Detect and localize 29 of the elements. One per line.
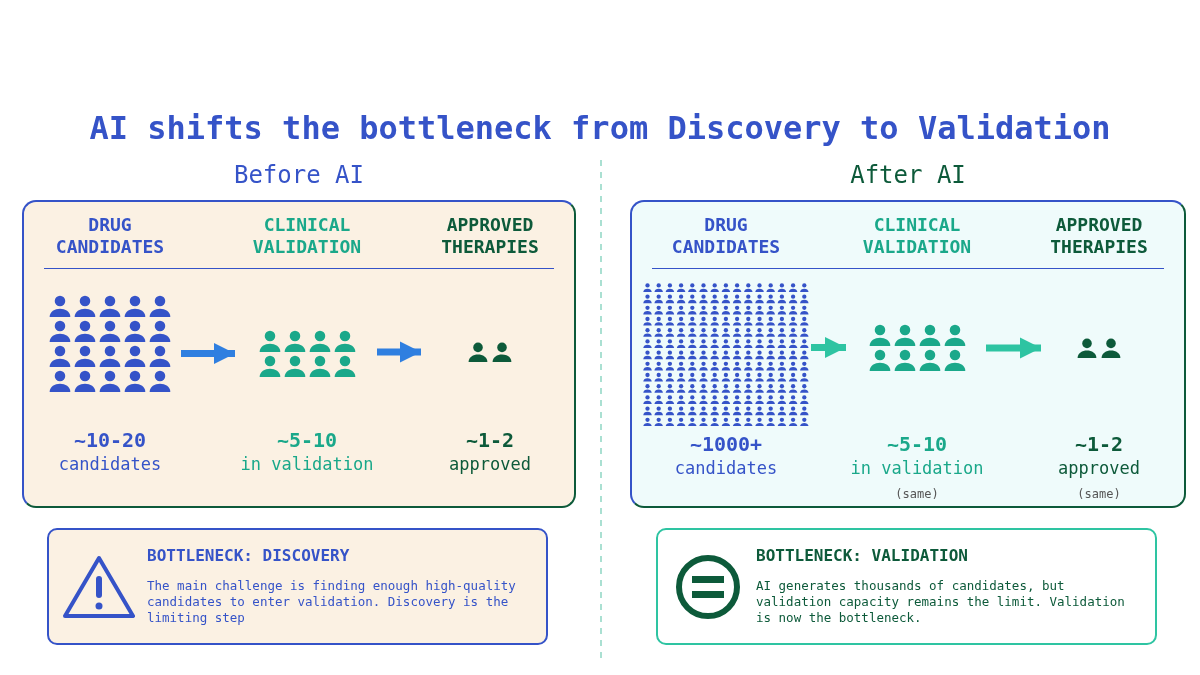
count-label: in validation bbox=[849, 457, 985, 480]
callout-heading: BOTTLENECK: DISCOVERY bbox=[147, 546, 351, 566]
note: (same) bbox=[894, 486, 940, 502]
column-heading: CLINICAL VALIDATION bbox=[861, 214, 973, 258]
count-value: ~5-10 bbox=[885, 432, 949, 456]
count-value: ~1000+ bbox=[688, 432, 764, 456]
count-label: in validation bbox=[239, 453, 375, 476]
count-value: ~10-20 bbox=[72, 428, 148, 452]
count-value: ~5-10 bbox=[275, 428, 339, 452]
column-heading: DRUG CANDIDATES bbox=[670, 214, 782, 258]
callout-text: AI generates thousands of candidates, but validation capacity remains the limit. Validation is now the bottleneck. bbox=[756, 578, 1126, 626]
callout-text: The main challenge is finding enough high-quality candidates to enter validation. Discovery is the limiting step bbox=[147, 578, 517, 626]
panel-heading: After AI bbox=[849, 160, 967, 190]
callout-heading: BOTTLENECK: VALIDATION bbox=[756, 546, 969, 566]
count-value: ~1-2 bbox=[1073, 432, 1125, 456]
count-label: candidates bbox=[673, 457, 779, 480]
count-label: approved bbox=[1057, 457, 1141, 480]
count-label: candidates bbox=[57, 453, 163, 476]
count-value: ~1-2 bbox=[464, 428, 516, 452]
count-label: approved bbox=[448, 453, 532, 476]
column-heading: DRUG CANDIDATES bbox=[54, 214, 166, 258]
callout-card bbox=[47, 528, 548, 645]
callout-card bbox=[656, 528, 1157, 645]
note: (same) bbox=[1076, 486, 1122, 502]
panel-heading: Before AI bbox=[232, 160, 365, 190]
column-heading: APPROVED THERAPIES bbox=[440, 214, 540, 258]
column-heading: APPROVED THERAPIES bbox=[1049, 214, 1149, 258]
column-heading: CLINICAL VALIDATION bbox=[251, 214, 363, 258]
title: AI shifts the bottleneck from Discovery to Validation bbox=[88, 108, 1112, 148]
